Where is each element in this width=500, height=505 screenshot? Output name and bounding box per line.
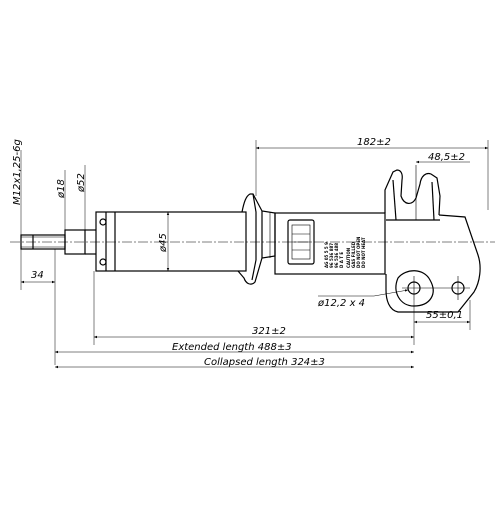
label-line-7: DO NOT OPEN: [356, 237, 361, 268]
mounting-bracket: [384, 165, 481, 313]
dim-55: 55±0,1: [426, 310, 463, 321]
label-line-6: GAS FILLED: [351, 241, 356, 268]
label-line-5: CAUTION: [346, 248, 351, 268]
label-line-8: DO NOT HEAT: [361, 237, 366, 268]
label-line-3: 96 536 488: [334, 243, 339, 268]
dim-hole: ø12,2 x 4: [317, 298, 365, 309]
dim-extended: Extended length 488±3: [172, 342, 292, 353]
dim-dia-52: ø52: [76, 173, 87, 193]
label-line-1: AG 05 5 5 9: [324, 242, 329, 268]
label-line-4: D A T E: [339, 252, 344, 268]
dim-dia-18: ø18: [56, 179, 67, 199]
dim-48-5: 48,5±2: [428, 152, 465, 163]
dim-dia-45: ø45: [158, 233, 169, 253]
rod-thread: [20, 229, 86, 255]
dim-182: 182±2: [357, 137, 391, 148]
dim-thread: M12x1,25-6g: [12, 139, 23, 205]
dim-321: 321±2: [252, 326, 286, 337]
lower-body: AG 05 5 5 9 96 536 887 96 536 488 D A T …: [274, 212, 386, 275]
dim-collapsed: Collapsed length 324±3: [204, 357, 325, 368]
cylinder-body: [85, 211, 247, 272]
dim-34: 34: [31, 270, 44, 281]
label-line-2: 96 536 887: [329, 243, 334, 268]
